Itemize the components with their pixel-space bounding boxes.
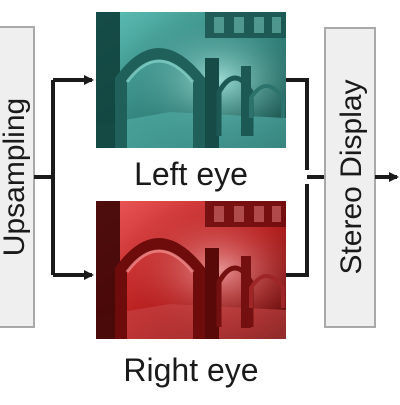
right-eye-caption: Right eye xyxy=(123,352,258,388)
right-to-display-line xyxy=(286,184,309,277)
upsampling-box: Upsampling xyxy=(0,26,35,328)
upsampling-label: Upsampling xyxy=(0,98,31,256)
stereo-display-box: Stereo Display xyxy=(324,27,376,328)
upsampling-branch-connector xyxy=(34,75,94,280)
stereo-display-label: Stereo Display xyxy=(335,79,368,274)
left-to-display-line xyxy=(286,78,309,170)
right-eye-image xyxy=(96,201,286,339)
display-merge-connector xyxy=(286,78,325,277)
left-eye-caption: Left eye xyxy=(134,156,248,192)
left-eye-image xyxy=(96,12,286,148)
